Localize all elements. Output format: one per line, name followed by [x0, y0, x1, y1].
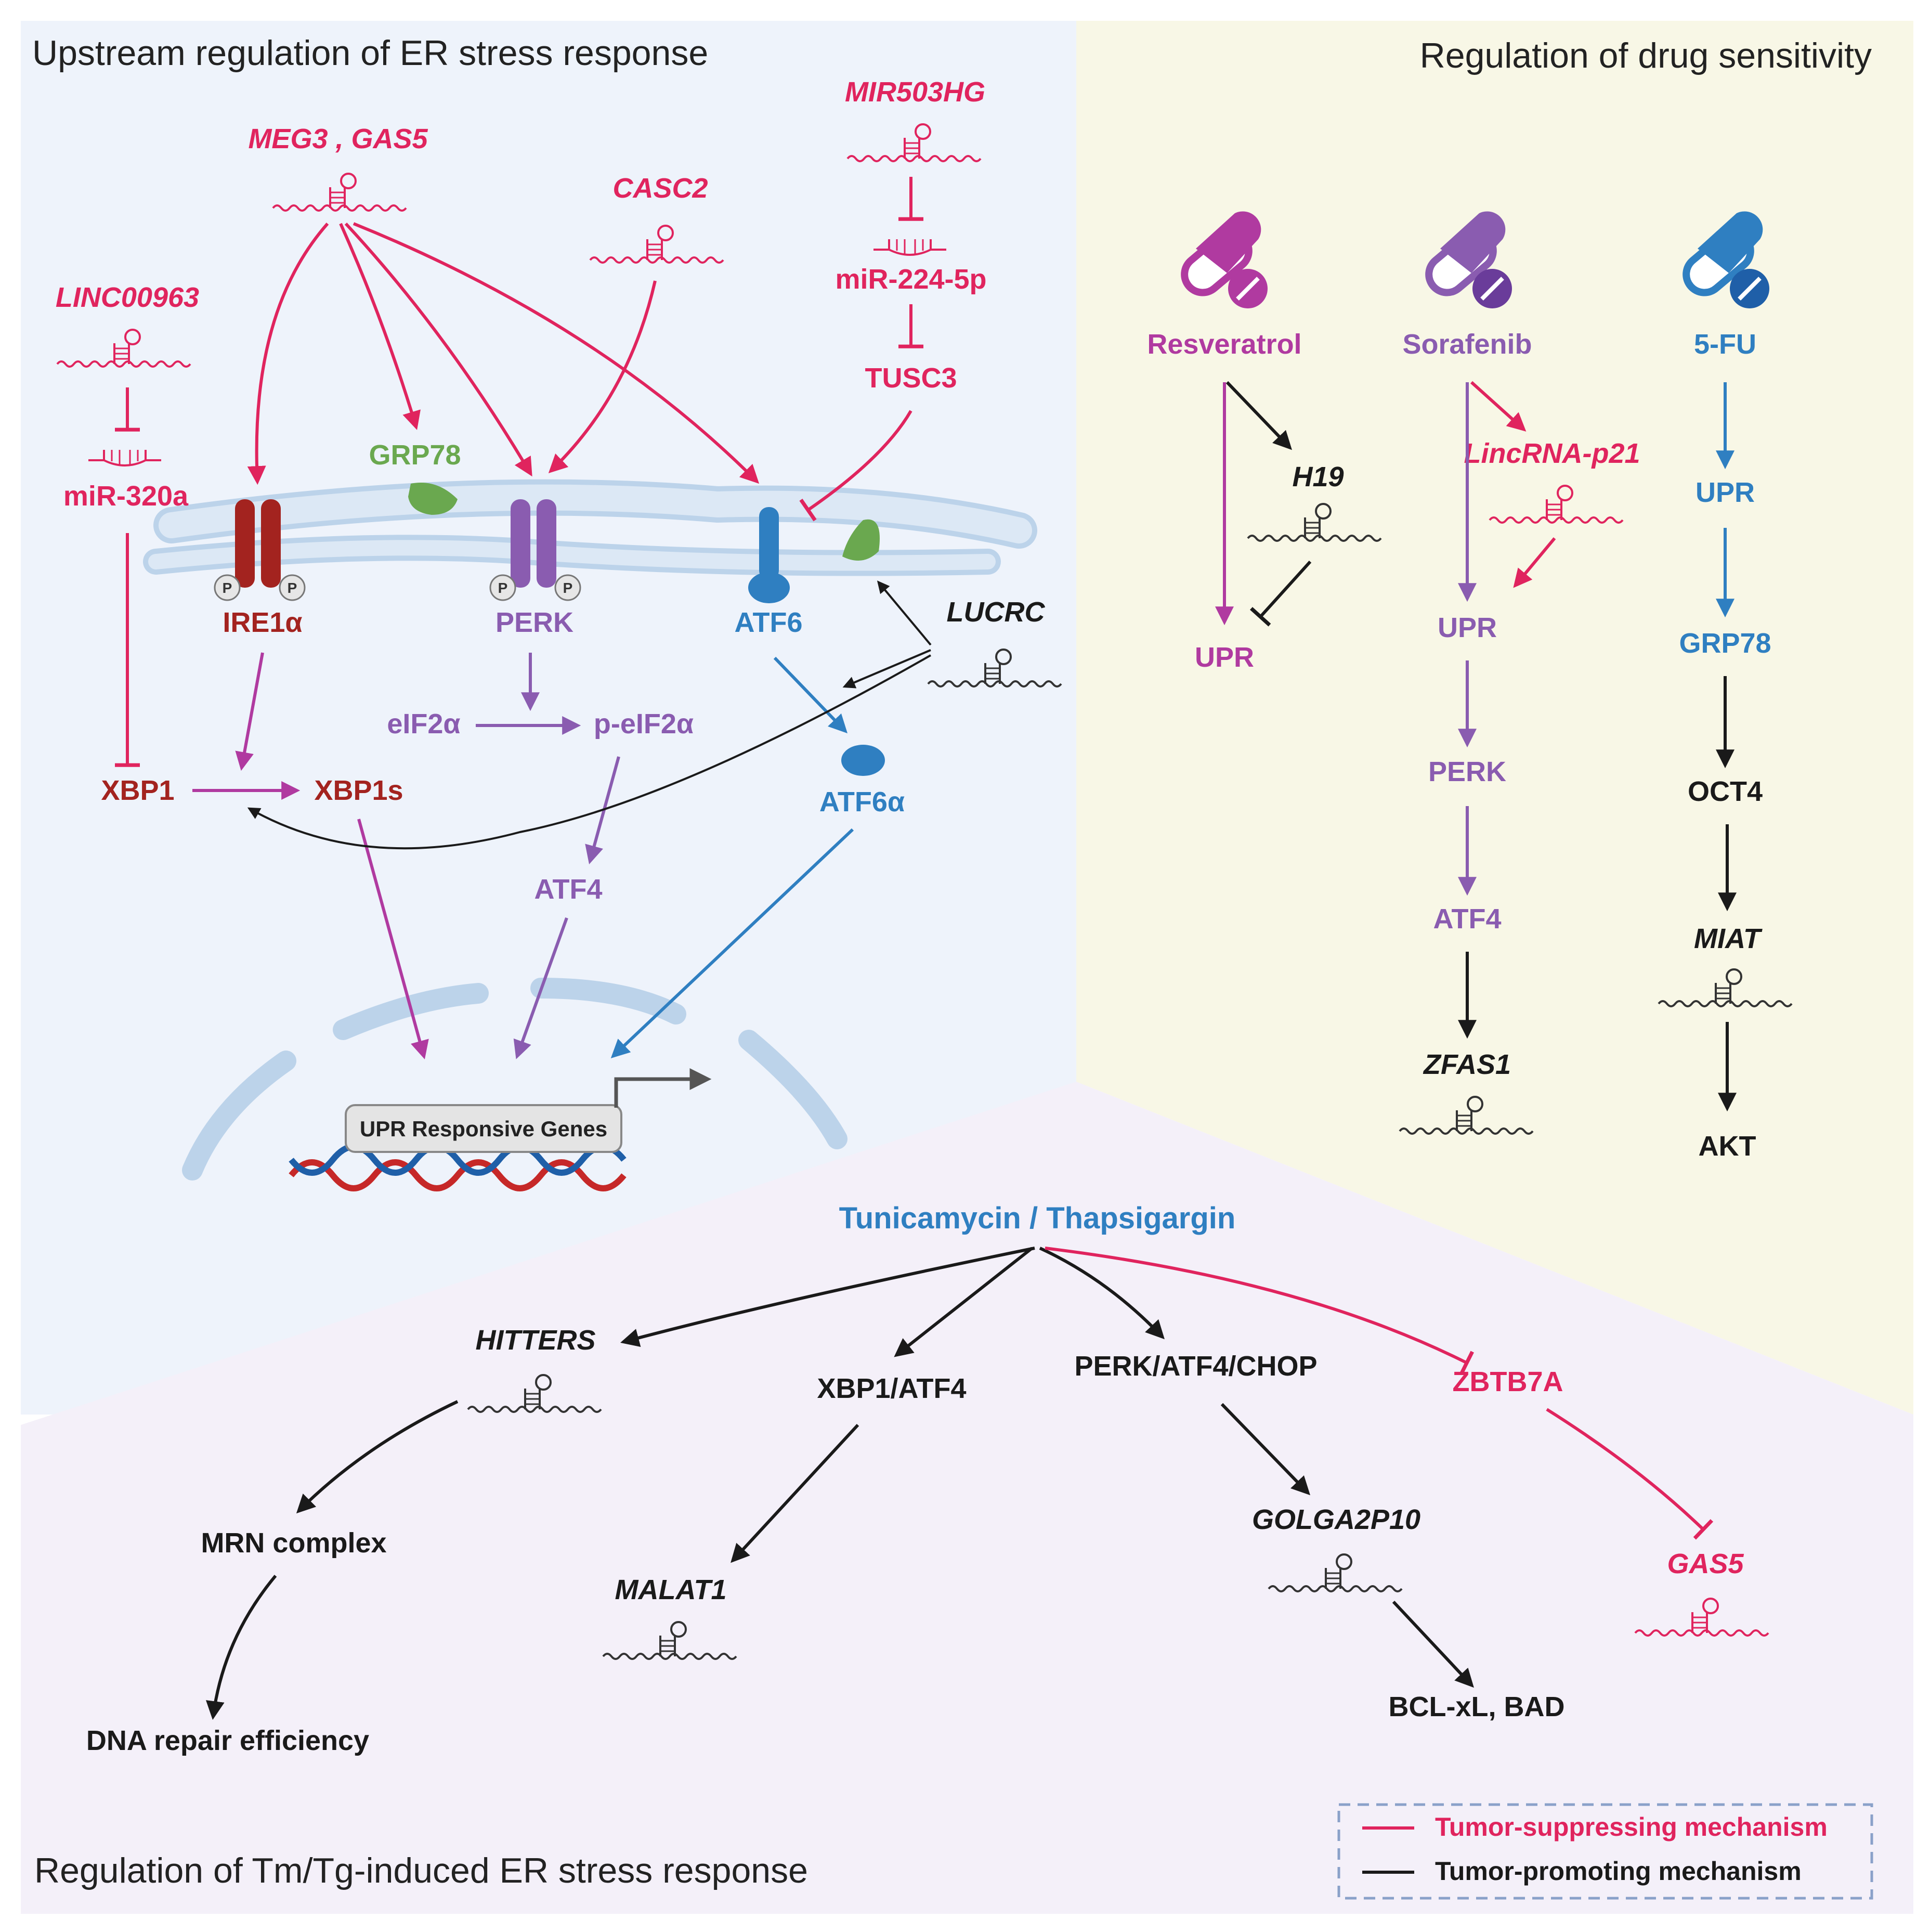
label-bcl-xl-bad: BCL-xL, BAD: [1389, 1691, 1565, 1722]
label-perk: PERK: [495, 607, 573, 638]
label-upr-genes: UPR Responsive Genes: [360, 1117, 607, 1141]
label-sorafenib-upr: UPR: [1438, 612, 1497, 643]
atf6-receptor: [748, 507, 790, 603]
label-5fu-grp78: GRP78: [1679, 628, 1771, 659]
legend: Tumor-suppressing mechanism Tumor-promot…: [1337, 1803, 1873, 1900]
label-dna-repair: DNA repair efficiency: [86, 1725, 369, 1756]
label-sorafenib-perk: PERK: [1428, 756, 1506, 787]
label-sorafenib-atf4: ATF4: [1433, 903, 1502, 935]
label-atf6a: ATF6α: [819, 786, 905, 818]
label-p-eif2a: p-eIF2α: [594, 708, 694, 740]
label-xbp1s: XBP1s: [314, 775, 403, 806]
pill-capsule-icon: [1683, 211, 1769, 308]
drug-panel-bg: [1076, 21, 1913, 1415]
drug-panel-title: Regulation of drug sensitivity: [1420, 36, 1872, 75]
label-hitters: HITTERS: [475, 1325, 595, 1356]
label-zfas1: ZFAS1: [1423, 1049, 1511, 1080]
label-lincrna-p21: LincRNA-p21: [1464, 438, 1640, 469]
label-mir503hg: MIR503HG: [845, 76, 985, 108]
label-mrn-complex: MRN complex: [201, 1527, 386, 1559]
atf6a-fragment: [841, 745, 885, 776]
grp78-chaperone: [408, 483, 458, 515]
legend-suppressing: Tumor-suppressing mechanism: [1435, 1812, 1828, 1842]
label-5fu: 5-FU: [1694, 329, 1756, 360]
perk-receptor: P P: [489, 499, 581, 601]
label-sorafenib: Sorafenib: [1402, 329, 1532, 360]
label-xbp1: XBP1: [101, 775, 174, 806]
label-mir320a: miR-320a: [63, 481, 189, 512]
label-lucrc: LUCRC: [947, 597, 1046, 628]
phospho-label: P: [288, 580, 297, 596]
label-oct4: OCT4: [1688, 776, 1763, 807]
label-atf6: ATF6: [735, 607, 803, 638]
label-tunicamycin-thapsigargin: Tunicamycin / Thapsigargin: [839, 1201, 1236, 1235]
phospho-label: P: [563, 580, 573, 596]
grp78-chaperone: [842, 519, 880, 561]
label-5fu-upr: UPR: [1696, 477, 1755, 508]
gene-promoter-arrow-icon: [614, 1068, 712, 1108]
label-resveratrol-upr: UPR: [1195, 642, 1254, 673]
label-ire1a: IRE1α: [223, 607, 302, 638]
label-meg3-gas5: MEG3 , GAS5: [248, 123, 428, 154]
label-casc2: CASC2: [612, 173, 708, 204]
pill-capsule-icon: [1181, 211, 1268, 308]
tm-panel-bg: [21, 1082, 1913, 1914]
label-eif2a: eIF2α: [387, 708, 460, 740]
label-mir224: miR-224-5p: [835, 264, 986, 295]
label-linc00963: LINC00963: [56, 282, 199, 313]
label-akt: AKT: [1699, 1131, 1756, 1162]
label-h19: H19: [1292, 461, 1344, 492]
label-gas5: GAS5: [1667, 1548, 1744, 1579]
phospho-label: P: [223, 580, 232, 596]
tm-arrows: [205, 1247, 1714, 1720]
pill-capsule-icon: [1425, 211, 1512, 308]
label-atf4: ATF4: [534, 874, 603, 905]
drug-arrows: [1215, 381, 1737, 1112]
label-golga2p10: GOLGA2P10: [1252, 1504, 1420, 1535]
label-malat1: MALAT1: [615, 1574, 727, 1605]
dna-helix-icon: [289, 1144, 627, 1191]
label-zbtb7a: ZBTB7A: [1453, 1366, 1563, 1397]
er-membrane: [143, 479, 1037, 576]
label-miat: MIAT: [1694, 923, 1763, 954]
upstream-panel-title: Upstream regulation of ER stress respons…: [32, 33, 708, 73]
ire1a-receptor: P P: [214, 499, 306, 601]
phospho-label: P: [498, 580, 508, 596]
upr-genes-box: [345, 1104, 622, 1153]
tm-panel-title: Regulation of Tm/Tg-induced ER stress re…: [34, 1851, 808, 1890]
label-tusc3: TUSC3: [865, 362, 957, 394]
label-resveratrol: Resveratrol: [1147, 329, 1301, 360]
upstream-arrows: [115, 177, 932, 1059]
label-grp78: GRP78: [369, 439, 461, 471]
label-perk-atf4-chop: PERK/ATF4/CHOP: [1074, 1351, 1317, 1382]
label-xbp1-atf4: XBP1/ATF4: [817, 1373, 966, 1404]
legend-promoting: Tumor-promoting mechanism: [1435, 1857, 1802, 1886]
